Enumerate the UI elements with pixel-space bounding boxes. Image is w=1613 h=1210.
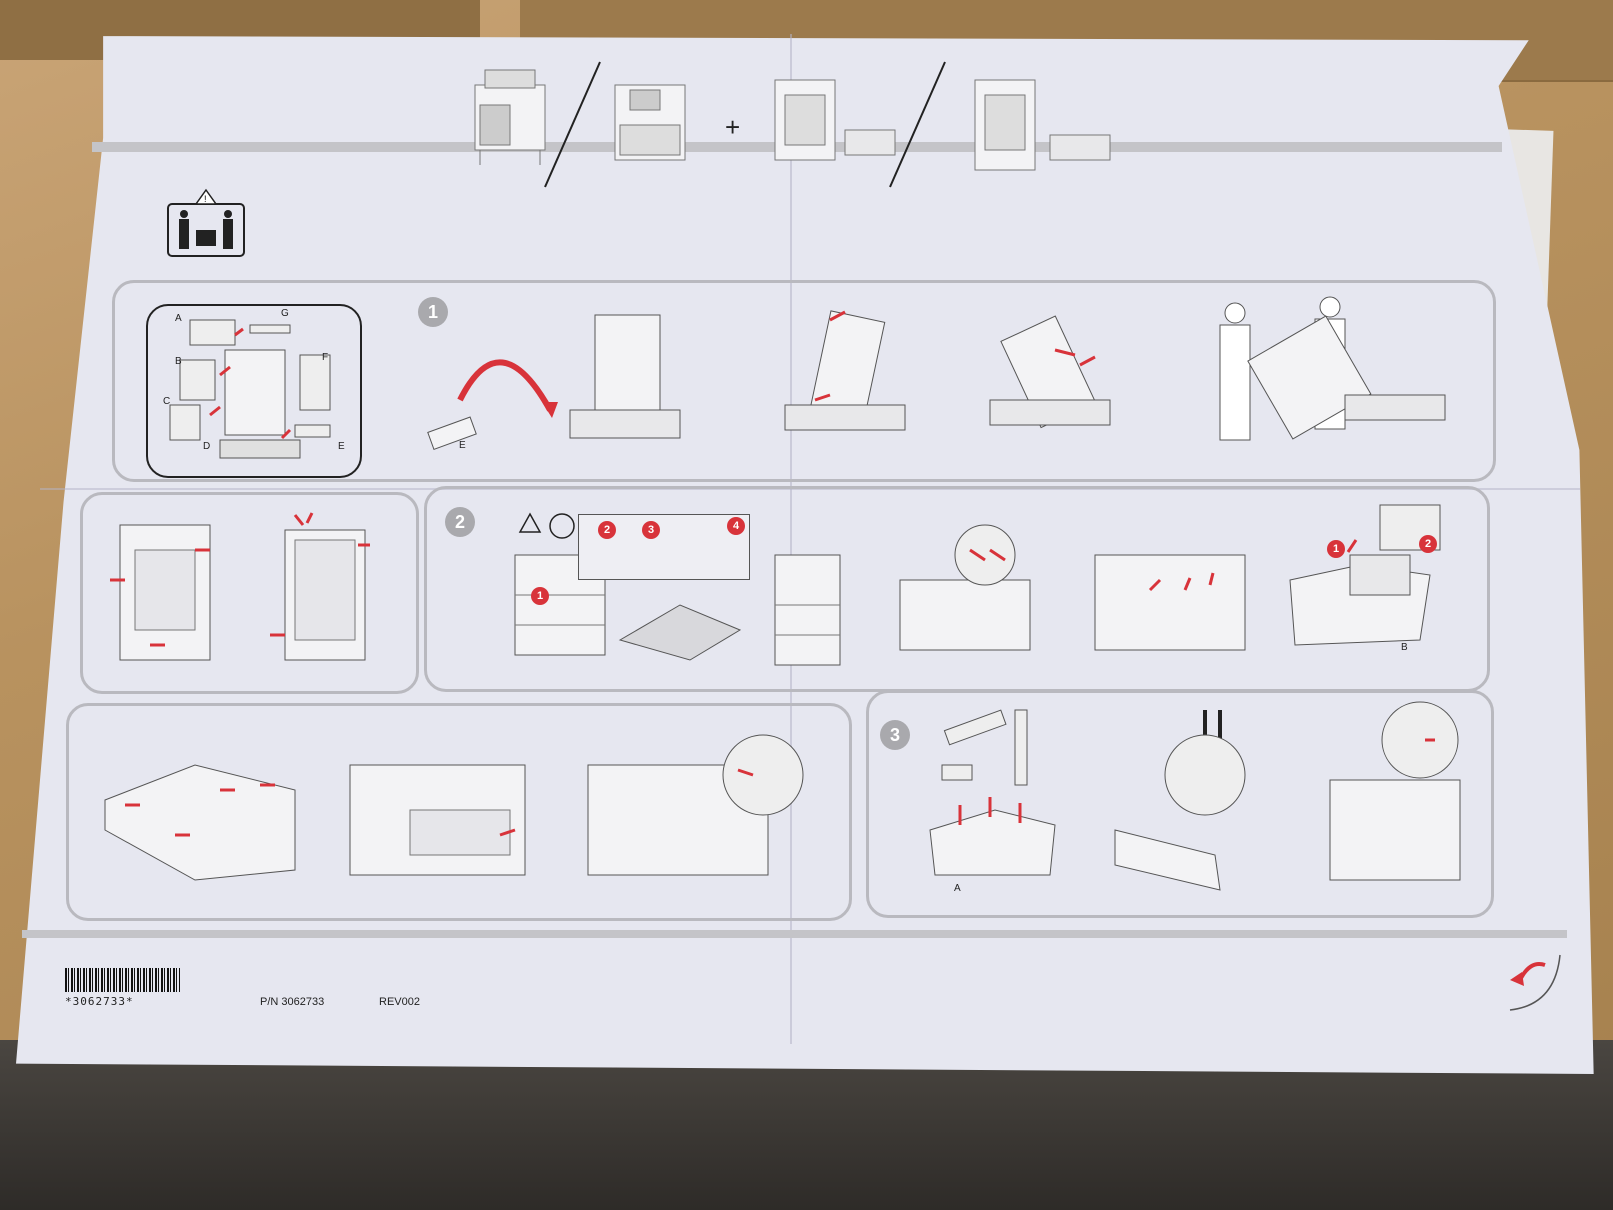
box-label-b: B bbox=[1401, 642, 1408, 653]
remove-ramp-illustration bbox=[427, 314, 681, 450]
screwdriver-bracket-illustration bbox=[1114, 710, 1246, 891]
finisher-with-unit-illustration bbox=[974, 79, 1111, 171]
barcode-text: *3062733* bbox=[65, 995, 134, 1008]
finisher-illustration bbox=[774, 79, 896, 161]
box-a-parts-illustration bbox=[929, 709, 1056, 876]
label-e: E bbox=[338, 441, 345, 452]
fold-line-vertical bbox=[790, 34, 792, 1044]
callout-4: 4 bbox=[727, 517, 745, 535]
barcode bbox=[65, 968, 180, 992]
callout-3: 3 bbox=[642, 521, 660, 539]
electric-hazard-icon bbox=[518, 512, 575, 539]
label-f: F bbox=[322, 352, 329, 363]
revision: REV002 bbox=[379, 996, 420, 1008]
two-people-move-printer-illustration bbox=[1219, 296, 1446, 441]
divider-slash bbox=[544, 61, 601, 188]
label-b: B bbox=[175, 356, 182, 367]
printer-screw-inset-illustration bbox=[587, 734, 804, 876]
printer-open-output-illustration bbox=[349, 764, 526, 876]
box-b-remove-illustration bbox=[1289, 504, 1441, 646]
unpack-contents-panel bbox=[146, 304, 362, 478]
finisher-unit-panel bbox=[66, 703, 852, 921]
box-callout-1: 1 bbox=[1327, 540, 1345, 558]
footer-rule bbox=[22, 930, 1567, 938]
fold-line-horizontal bbox=[40, 488, 1580, 490]
transport-unit-tape-illustration bbox=[104, 764, 296, 881]
callout-1: 1 bbox=[531, 587, 549, 605]
callout-2: 2 bbox=[598, 521, 616, 539]
printer-side-illustration bbox=[774, 554, 841, 666]
divider-slash-2 bbox=[889, 61, 946, 188]
step1-panel bbox=[112, 280, 1496, 482]
tilt-printer-illustration bbox=[784, 310, 906, 431]
finisher-tape-panel bbox=[80, 492, 419, 694]
ramp-label-e: E bbox=[459, 440, 466, 451]
install-bracket-illustration bbox=[1329, 701, 1461, 881]
step2-badge: 2 bbox=[445, 507, 475, 537]
step1-badge: 1 bbox=[418, 297, 448, 327]
finisher-open-illustration bbox=[270, 512, 370, 661]
box-label-a: A bbox=[954, 883, 961, 894]
printer-top-tape-illustration bbox=[1094, 554, 1246, 651]
printer-illustration bbox=[614, 84, 686, 161]
step3-panel bbox=[866, 690, 1494, 918]
two-person-lift-icon: ! bbox=[167, 188, 245, 257]
lower-printer-illustration bbox=[989, 315, 1111, 429]
power-cord-inset bbox=[578, 514, 750, 580]
remove-tape-inside-illustration bbox=[899, 524, 1031, 651]
printer-with-finisher-illustration bbox=[474, 69, 546, 165]
open-printer-interior-illustration bbox=[618, 604, 742, 661]
part-number: P/N 3062733 bbox=[260, 996, 325, 1008]
svg-text:!: ! bbox=[204, 194, 207, 204]
label-c: C bbox=[163, 396, 171, 407]
label-g: G bbox=[281, 308, 289, 319]
step3-badge: 3 bbox=[880, 720, 910, 750]
label-a: A bbox=[175, 313, 182, 324]
page-turn-icon bbox=[1509, 954, 1561, 1011]
unpack-contents-illustration bbox=[169, 319, 331, 459]
label-d: D bbox=[203, 441, 211, 452]
box-callout-2: 2 bbox=[1419, 535, 1437, 553]
plus-sign: + bbox=[725, 112, 741, 142]
finisher-front-illustration bbox=[110, 524, 211, 661]
